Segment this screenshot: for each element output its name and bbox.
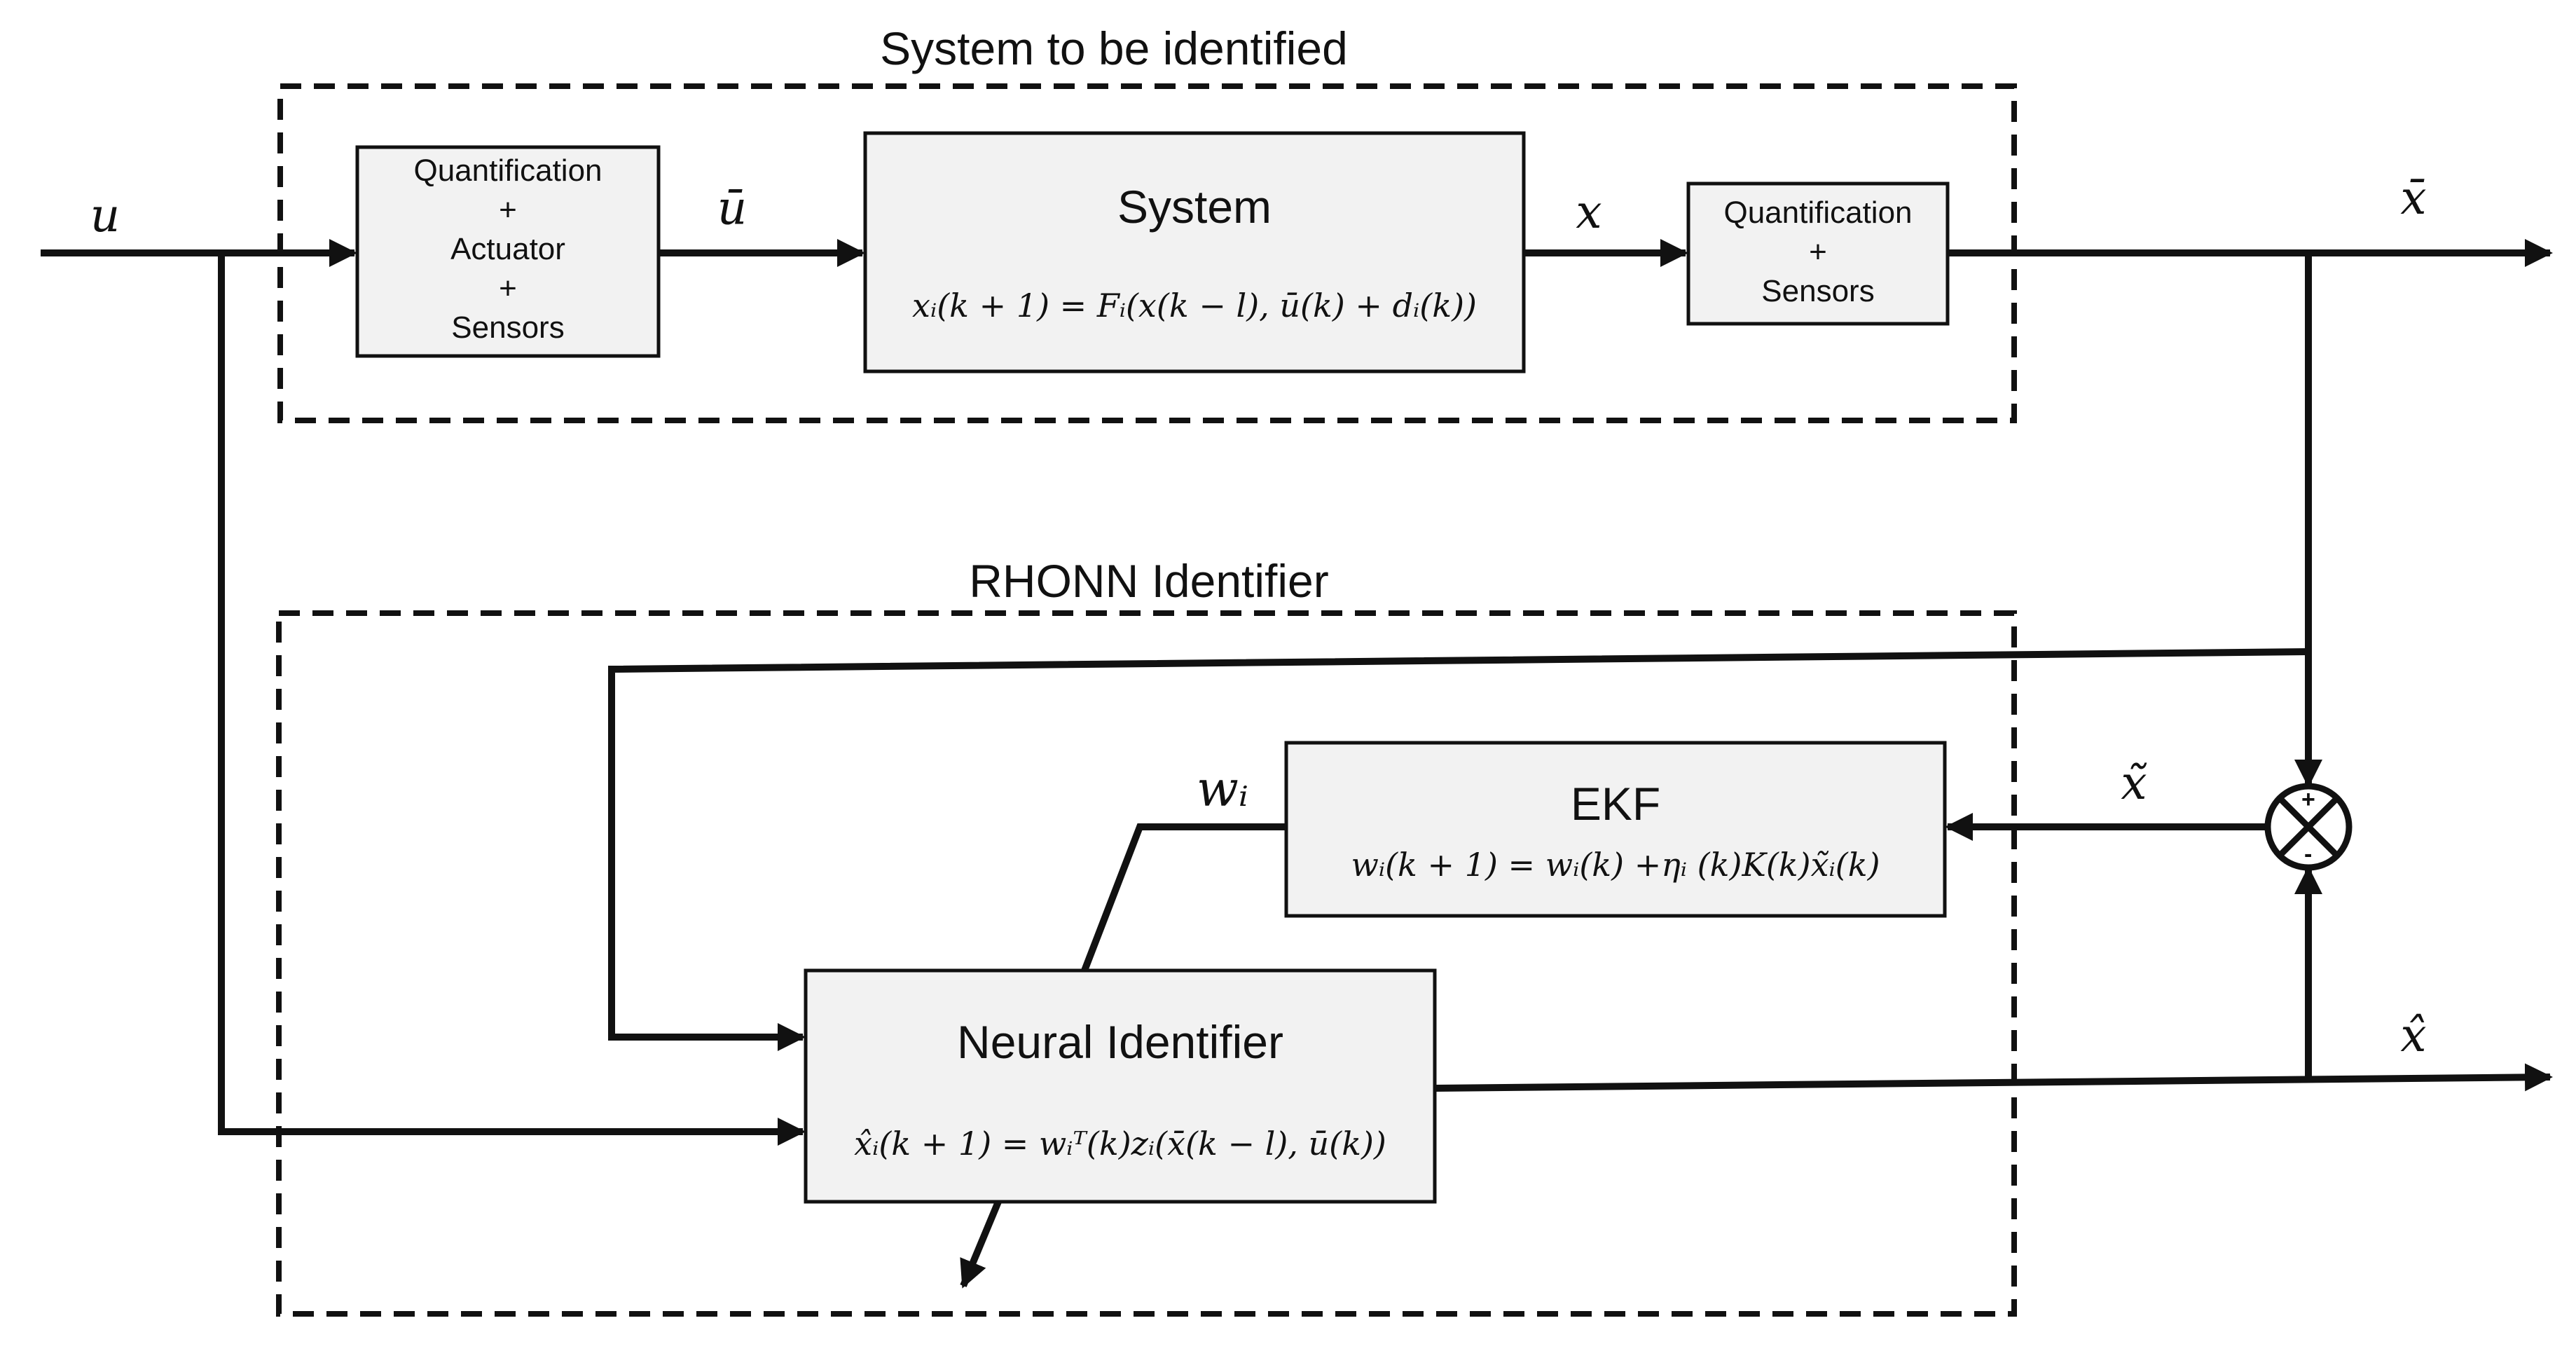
- rhonn-group-frame: [276, 610, 2017, 1317]
- input-quant-line-1: Quantification: [413, 153, 602, 188]
- input-quant-line-3: Actuator: [450, 232, 565, 266]
- neural-identifier-title: Neural Identifier: [957, 1016, 1283, 1068]
- signal-u-label: u: [90, 188, 120, 242]
- weight-adjust-arrow: [960, 1200, 1002, 1289]
- output-quantification-block: [1686, 181, 1950, 326]
- wire-xbar-feedback: [608, 648, 2309, 1051]
- junction-plus-sign: +: [2301, 786, 2315, 813]
- neural-identifier-equation: x̂ᵢ(k + 1) = wᵢᵀ(k)zᵢ(x̄(k − l), ū(k)): [854, 1125, 1386, 1163]
- input-quant-line-2: +: [499, 193, 517, 227]
- summing-junction: + -: [2264, 783, 2353, 871]
- ekf-block-equation: wᵢ(k + 1) = wᵢ(k) +ηᵢ (k)K(k)x̃ᵢ(k): [1351, 846, 1880, 884]
- wire-xhat-output: [1434, 1063, 2553, 1092]
- input-quant-line-5: Sensors: [451, 310, 564, 345]
- signal-x-label: x: [1576, 185, 1602, 239]
- ekf-block-title: EKF: [1571, 778, 1660, 830]
- output-quant-line-2: +: [1809, 235, 1827, 269]
- output-quant-line-3: Sensors: [1761, 274, 1874, 308]
- signal-xtilde-label: x̃: [2121, 756, 2147, 810]
- system-group-title: System to be identified: [880, 22, 1348, 74]
- system-block-equation: xᵢ(k + 1) = Fᵢ(x(k − l), ū(k) + dᵢ(k)): [912, 287, 1477, 324]
- signal-xbar-label: x̄: [2400, 171, 2426, 225]
- junction-minus-sign: -: [2304, 841, 2312, 867]
- neural-identifier-block: [804, 968, 1437, 1204]
- signal-ubar-label: ū: [717, 181, 748, 235]
- system-block: [863, 131, 1526, 373]
- rhonn-group-title: RHONN Identifier: [969, 555, 1328, 607]
- system-block-title: System: [1117, 181, 1272, 233]
- wire-weights-to-neural: [1081, 823, 1286, 972]
- signal-wi-label: wᵢ: [1197, 760, 1248, 818]
- input-quant-line-4: +: [499, 271, 517, 306]
- wire-u-to-neural-identifier: [218, 253, 806, 1146]
- ekf-block: [1284, 741, 1947, 918]
- signal-xhat-label: x̂: [2400, 1008, 2426, 1062]
- output-quant-line-1: Quantification: [1723, 196, 1912, 230]
